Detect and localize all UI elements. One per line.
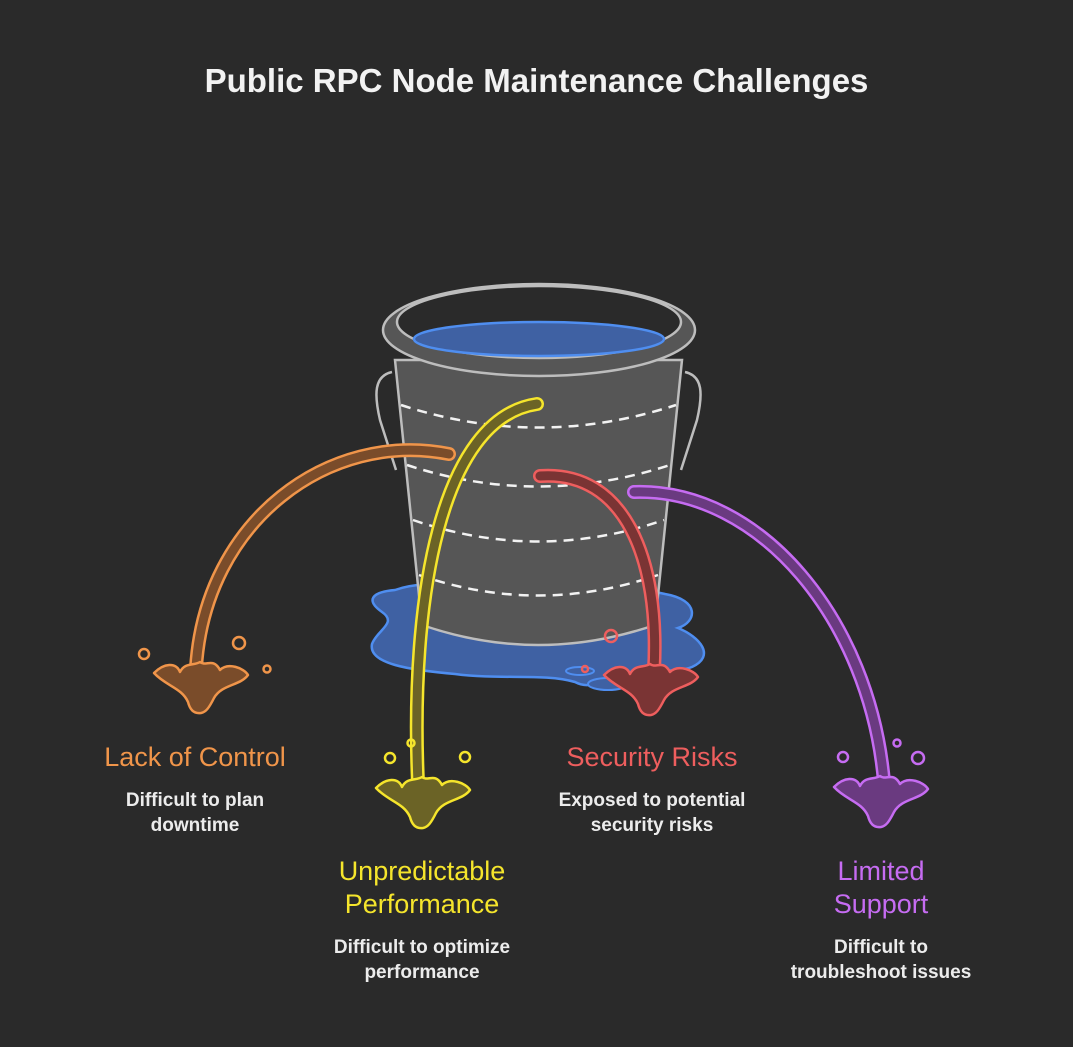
splash-droplet [580, 664, 590, 674]
splash-droplet [603, 628, 619, 644]
splash-droplet [406, 738, 416, 748]
leak-stream-core [629, 487, 889, 787]
bucket-seam [418, 573, 659, 597]
leak-stream-core [535, 471, 660, 675]
splash-icon [602, 662, 700, 717]
bucket-handle [375, 370, 398, 471]
label-limited-support: Limited Support Difficult to troubleshoo… [751, 855, 1011, 985]
label-description: Difficult to troubleshoot issues [790, 937, 972, 983]
splash-droplet [836, 750, 850, 764]
bucket-handle [679, 370, 702, 471]
bucket-seam [406, 463, 671, 488]
splash-icon [832, 774, 930, 829]
splash-droplet [892, 738, 902, 748]
label-title: Limited Support [833, 856, 929, 919]
splash-droplet [910, 750, 926, 766]
label-unpredictable-performance: Unpredictable Performance Difficult to o… [292, 855, 552, 985]
puddle-drop [565, 666, 595, 676]
page-title: Public RPC Node Maintenance Challenges [204, 62, 869, 99]
label-title: Unpredictable Performance [338, 856, 506, 919]
bucket-water [412, 320, 666, 358]
splash-droplet [383, 751, 397, 765]
label-title: Lack of Control [104, 742, 286, 772]
label-security-risks: Security Risks Exposed to potential secu… [522, 741, 782, 838]
label-title: Security Risks [566, 742, 738, 772]
splash-icon [374, 775, 472, 830]
leak-stream-core [412, 399, 542, 788]
splash-icon [152, 660, 250, 715]
splash-droplet [262, 664, 272, 674]
leak-streams [137, 397, 930, 830]
leak-stream-core [191, 445, 454, 673]
splash-droplet [231, 635, 247, 651]
label-lack-of-control: Lack of Control Difficult to plan downti… [65, 741, 325, 838]
bucket-icon [375, 282, 702, 647]
label-description: Exposed to potential security risks [558, 790, 746, 836]
splash-droplet [137, 647, 151, 661]
splash-droplet [458, 750, 472, 764]
label-description: Difficult to optimize performance [333, 937, 511, 983]
label-description: Difficult to plan downtime [125, 790, 265, 836]
bucket-seam [400, 403, 677, 429]
